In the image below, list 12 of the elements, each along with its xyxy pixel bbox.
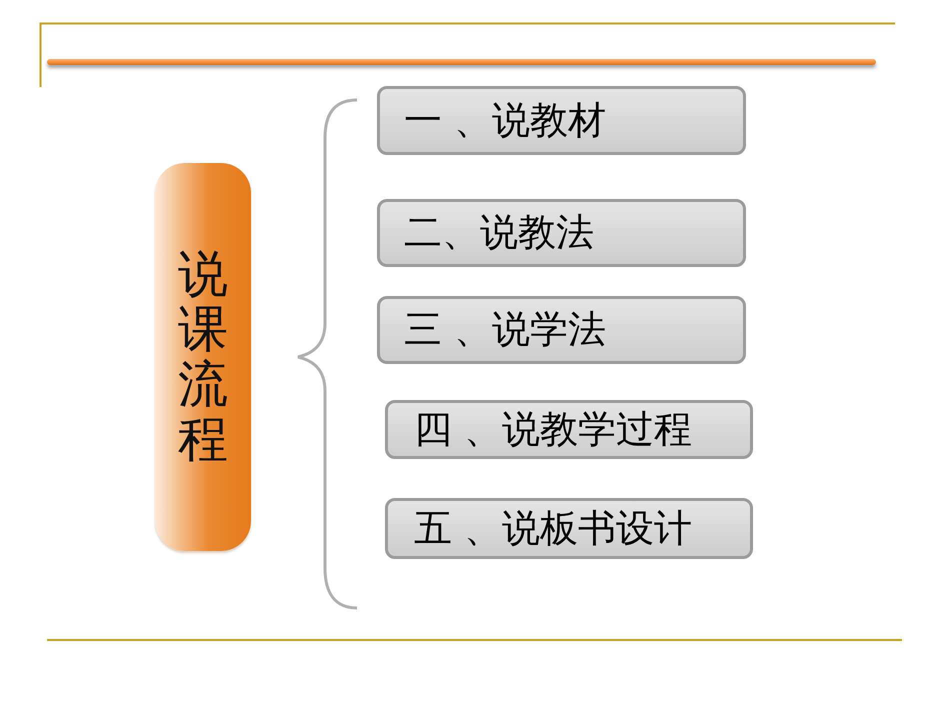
item-label: 三 、说学法 (404, 308, 606, 352)
item-box (385, 498, 753, 559)
item-box (377, 86, 746, 155)
item-label: 二、说教法 (404, 211, 594, 255)
item-box (385, 400, 753, 459)
title-pill (155, 163, 251, 551)
item-box (377, 296, 746, 364)
item-box (377, 199, 746, 267)
item-label: 一 、说教材 (404, 98, 606, 142)
item-label: 五 、说板书设计 (414, 506, 692, 550)
item-label: 四 、说教学过程 (414, 408, 692, 452)
vertical-title: 说课流程 (178, 247, 228, 467)
